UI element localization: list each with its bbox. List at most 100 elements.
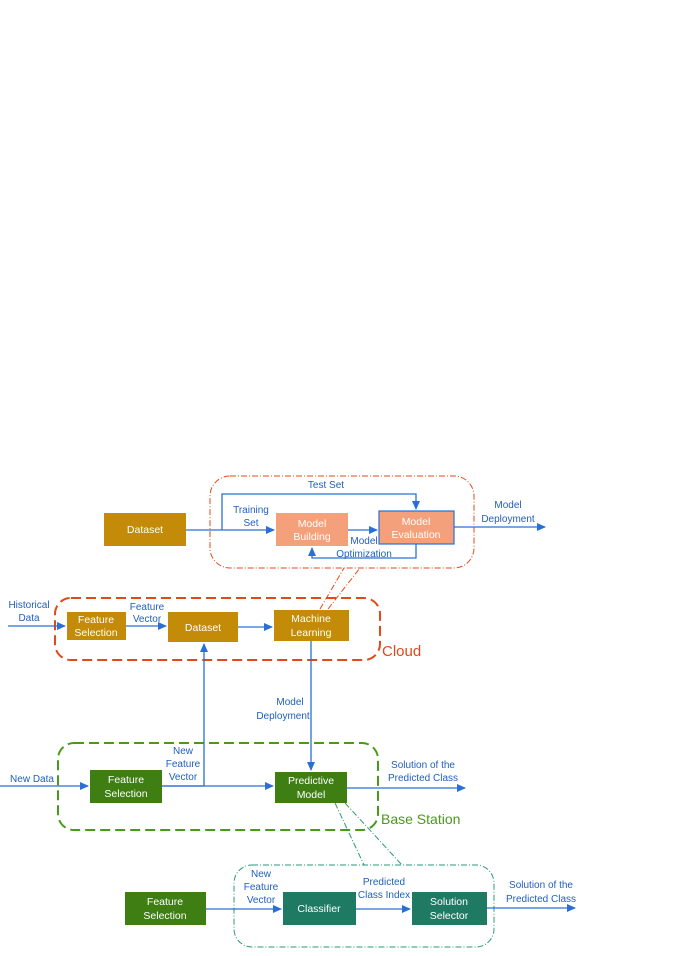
svg-text:Feature: Feature	[108, 774, 144, 786]
machine-learning-box	[274, 610, 349, 641]
top-dataset-text: Dataset	[127, 524, 163, 536]
svg-text:Feature: Feature	[244, 882, 279, 893]
top-model-deployment-line1: Model	[494, 500, 521, 511]
base-new-feature-vector-line3: Vector	[169, 772, 198, 783]
machine-learning-line1: Machine	[291, 613, 331, 625]
predictive-model-line1: Predictive	[288, 775, 334, 787]
svg-text:Base Station: Base Station	[381, 811, 460, 827]
svg-text:Selection: Selection	[143, 910, 186, 922]
svg-text:Vector: Vector	[247, 895, 276, 906]
svg-text:Building: Building	[293, 531, 331, 543]
mid-model-deployment-line2: Deployment	[256, 711, 310, 722]
svg-text:Model: Model	[298, 518, 327, 530]
svg-text:Cloud: Cloud	[382, 643, 421, 660]
base-station-region-label: Base Station	[381, 811, 460, 827]
svg-text:Model: Model	[402, 516, 431, 528]
arrow-optimization-feedback	[308, 544, 417, 559]
svg-text:Historical: Historical	[8, 600, 49, 611]
cloud-dataset-text: Dataset	[185, 622, 221, 634]
svg-text:Predictive: Predictive	[288, 775, 334, 787]
svg-text:Deployment: Deployment	[481, 514, 535, 525]
cloud-feature-vector-line1: Feature	[130, 602, 165, 613]
svg-text:Solution of the: Solution of the	[391, 760, 455, 771]
historical-data-line1: Historical	[8, 600, 49, 611]
top-model-deployment-line2: Deployment	[481, 514, 535, 525]
new-data-label: New Data	[10, 774, 54, 785]
zoom-connector-bottom-right	[344, 802, 403, 866]
bottom-new-feature-vector-line2: Feature	[244, 882, 279, 893]
base-station-region	[57, 742, 379, 831]
svg-text:New Data: New Data	[10, 774, 54, 785]
svg-text:Solution of the: Solution of the	[509, 880, 573, 891]
svg-text:Class Index: Class Index	[358, 890, 410, 901]
svg-text:Model: Model	[350, 536, 377, 547]
model-evaluation-line2: Evaluation	[391, 529, 440, 541]
bottom-solution-line2: Predicted Class	[506, 894, 576, 905]
svg-text:Model: Model	[494, 500, 521, 511]
bottom-feature-selection-line1: Feature	[147, 896, 183, 908]
svg-text:Classifier: Classifier	[297, 903, 341, 915]
svg-text:Feature: Feature	[147, 896, 183, 908]
svg-text:Data: Data	[18, 613, 40, 624]
svg-text:Selector: Selector	[430, 910, 469, 922]
svg-text:New: New	[173, 746, 194, 757]
svg-text:Selection: Selection	[104, 788, 147, 800]
base-feature-selection-box	[90, 770, 162, 803]
svg-text:Dataset: Dataset	[127, 524, 163, 536]
model-optimization-line2: Optimization	[336, 549, 392, 560]
svg-text:Set: Set	[243, 518, 258, 529]
svg-text:Predicted: Predicted	[363, 877, 405, 888]
base-new-feature-vector-line1: New	[173, 746, 194, 757]
svg-text:Feature: Feature	[166, 759, 201, 770]
model-building-line2: Building	[293, 531, 331, 543]
base-feature-selection-line1: Feature	[108, 774, 144, 786]
svg-text:Model: Model	[297, 789, 326, 801]
svg-text:Deployment: Deployment	[256, 711, 310, 722]
arrow-test-set	[221, 493, 420, 530]
model-training-region	[209, 475, 475, 569]
predicted-class-index-line1: Predicted	[363, 877, 405, 888]
base-new-feature-vector-line2: Feature	[166, 759, 201, 770]
cloud-region	[54, 597, 381, 661]
bottom-new-feature-vector-line1: New	[251, 869, 272, 880]
svg-text:New: New	[251, 869, 272, 880]
base-feature-selection-line2: Selection	[104, 788, 147, 800]
predictive-model-box	[275, 772, 347, 803]
cloud-region-label: Cloud	[382, 643, 421, 660]
test-set-label: Test Set	[308, 480, 344, 491]
historical-data-line2: Data	[18, 613, 40, 624]
solution-selector-line1: Solution	[430, 896, 468, 908]
bottom-solution-line1: Solution of the	[509, 880, 573, 891]
svg-text:Evaluation: Evaluation	[391, 529, 440, 541]
cloud-feature-selection-box	[67, 612, 126, 640]
cloud-feature-selection-line1: Feature	[78, 614, 114, 626]
svg-text:Optimization: Optimization	[336, 549, 392, 560]
model-evaluation-line1: Model	[402, 516, 431, 528]
base-solution-line1: Solution of the	[391, 760, 455, 771]
svg-text:Feature: Feature	[130, 602, 165, 613]
bottom-feature-selection-box	[125, 892, 206, 925]
bottom-feature-selection-line2: Selection	[143, 910, 186, 922]
cloud-feature-selection-line2: Selection	[74, 627, 117, 639]
svg-text:Selection: Selection	[74, 627, 117, 639]
model-optimization-line1: Model	[350, 536, 377, 547]
svg-text:Machine: Machine	[291, 613, 331, 625]
svg-text:Feature: Feature	[78, 614, 114, 626]
svg-text:Model: Model	[276, 697, 303, 708]
cloud-feature-vector-line2: Vector	[133, 614, 162, 625]
model-building-line1: Model	[298, 518, 327, 530]
svg-text:Dataset: Dataset	[185, 622, 221, 634]
cloud-dataset-box	[168, 612, 238, 642]
zoom-connector-top-left	[319, 567, 345, 610]
svg-text:Predicted Class: Predicted Class	[388, 773, 458, 784]
svg-text:Test Set: Test Set	[308, 480, 344, 491]
machine-learning-line2: Learning	[291, 627, 332, 639]
svg-text:Learning: Learning	[291, 627, 332, 639]
bottom-new-feature-vector-line3: Vector	[247, 895, 276, 906]
arrow-new-feature-to-dataset	[162, 643, 208, 787]
training-set-line1: Training	[233, 505, 269, 516]
predictive-model-line2: Model	[297, 789, 326, 801]
base-solution-line2: Predicted Class	[388, 773, 458, 784]
svg-text:Vector: Vector	[169, 772, 198, 783]
